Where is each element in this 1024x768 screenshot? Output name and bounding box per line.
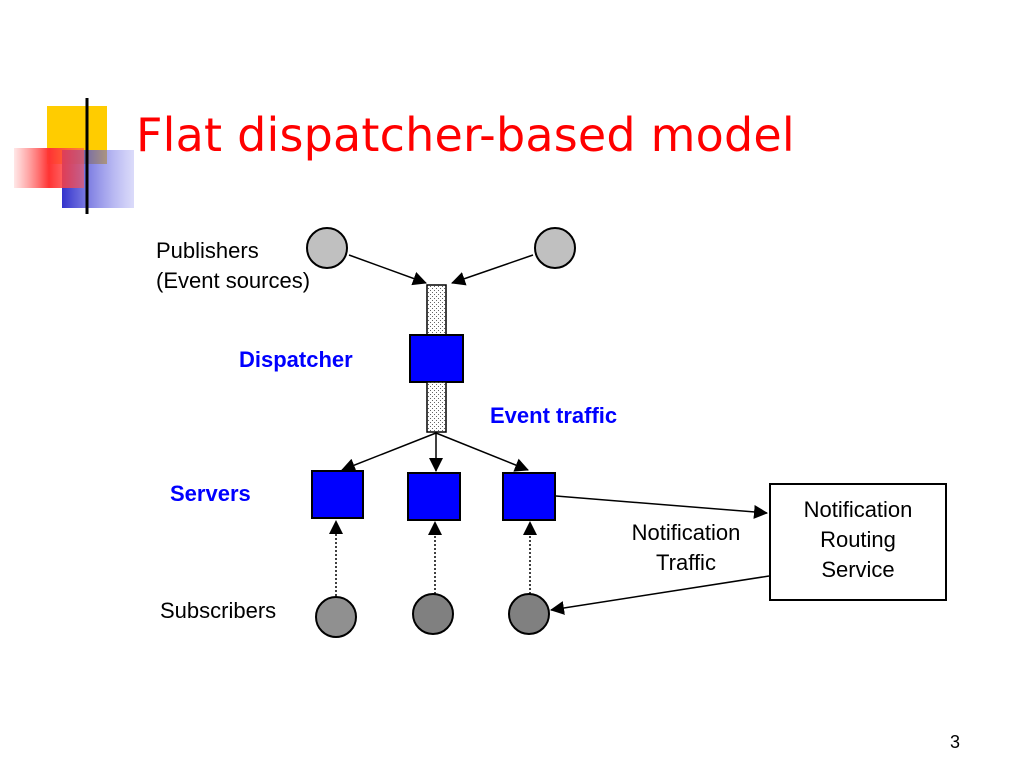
subscriber-node-1 bbox=[315, 596, 357, 638]
nrs-line-1: Notification bbox=[803, 497, 913, 522]
dispatcher-label: Dispatcher bbox=[239, 347, 353, 372]
slide-title: Flat dispatcher-based model bbox=[136, 108, 795, 162]
dispatcher-output-channel bbox=[426, 381, 447, 433]
publishers-label: Publishers (Event sources) bbox=[156, 236, 310, 296]
dispatcher-input-channel bbox=[426, 284, 447, 336]
publishers-label-line-1: Publishers bbox=[156, 238, 259, 263]
subscriber-node-2 bbox=[412, 593, 454, 635]
publisher-left-arrow bbox=[348, 254, 427, 286]
event-traffic-arrow-right bbox=[435, 432, 529, 472]
nrs-line-2: Routing bbox=[820, 527, 896, 552]
notification-traffic-label: Notification Traffic bbox=[616, 518, 756, 578]
subscriber-node-3 bbox=[508, 593, 550, 635]
subscribers-label: Subscribers bbox=[160, 598, 277, 623]
page-number: 3 bbox=[950, 732, 961, 752]
notification-traffic-line-2: Traffic bbox=[656, 550, 716, 575]
event-traffic-label: Event traffic bbox=[490, 403, 618, 428]
notification-traffic-line-1: Notification bbox=[631, 520, 741, 545]
notification-routing-service-box: Notification Routing Service bbox=[769, 483, 947, 601]
notification-routing-service-label: Notification Routing Service bbox=[771, 495, 945, 585]
publisher-right-arrow bbox=[451, 254, 534, 286]
server-node-3 bbox=[502, 472, 556, 521]
publisher-node-right bbox=[534, 227, 576, 269]
event-traffic-arrow-left bbox=[341, 432, 437, 472]
server-node-2 bbox=[407, 472, 461, 521]
nrs-line-3: Service bbox=[821, 557, 895, 582]
dispatcher-node bbox=[409, 334, 464, 383]
server-node-1 bbox=[311, 470, 364, 519]
nrs-to-subscriber-arrow bbox=[550, 575, 770, 615]
publishers-label-line-2: (Event sources) bbox=[156, 268, 311, 293]
logo-red-square bbox=[14, 148, 84, 188]
publisher-node-left bbox=[306, 227, 348, 269]
notification-to-nrs-arrow bbox=[555, 495, 768, 519]
servers-label: Servers bbox=[170, 481, 251, 506]
